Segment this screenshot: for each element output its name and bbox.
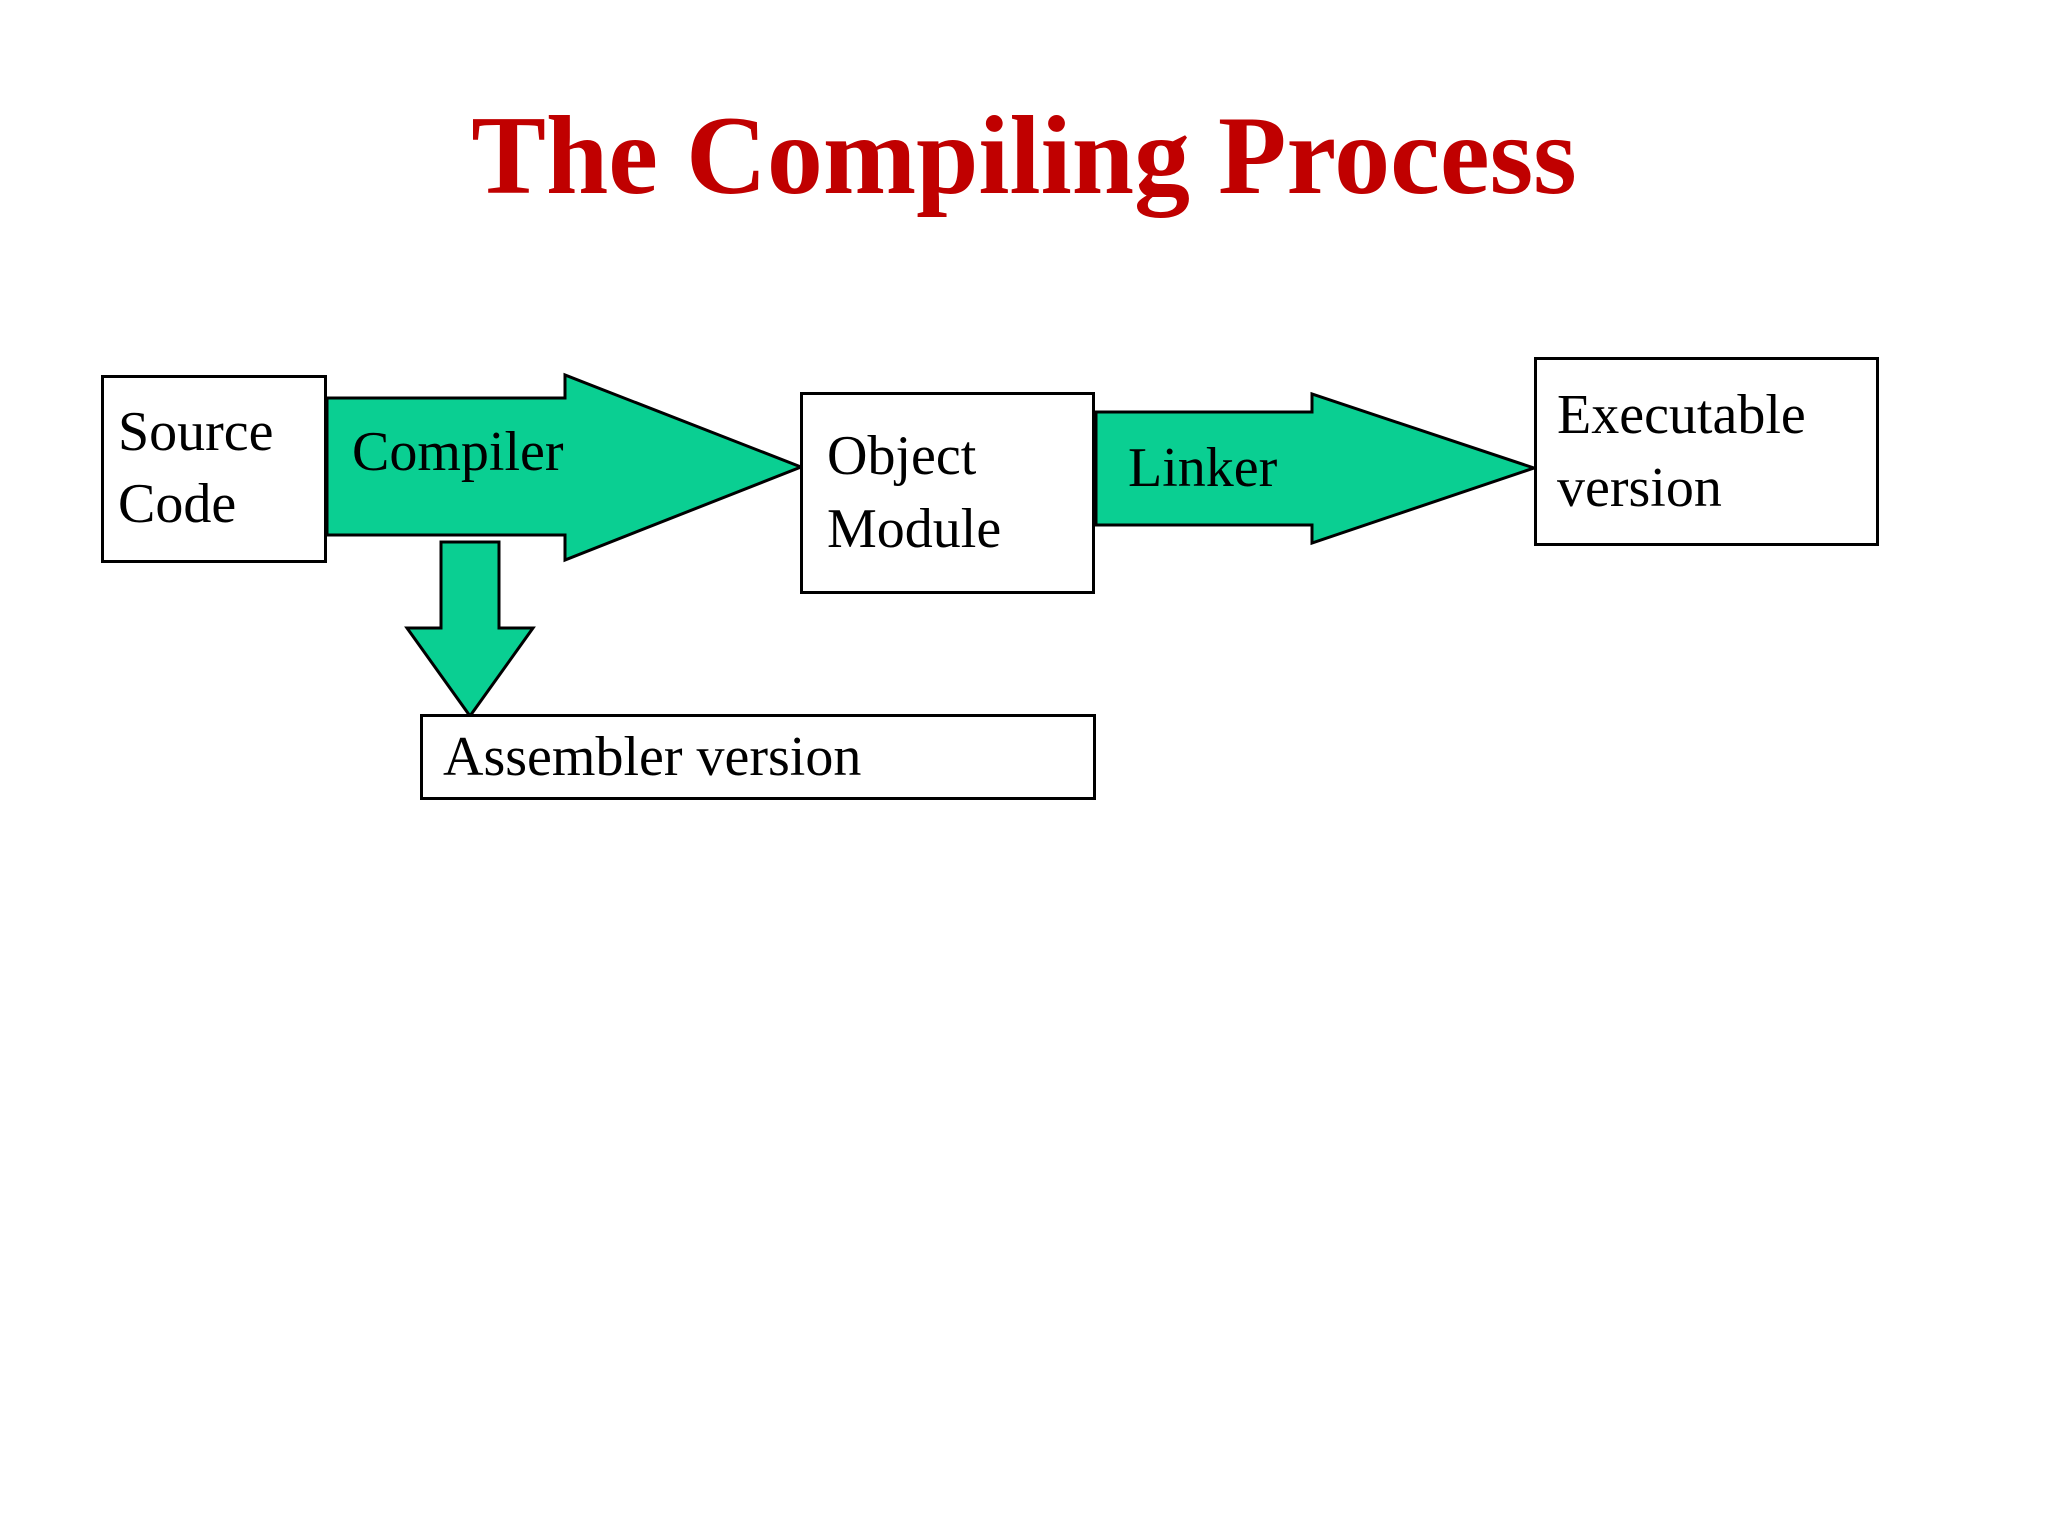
node-assembler-version-line1: Assembler version — [443, 726, 862, 788]
node-executable-version-line1: Executable — [1557, 383, 1806, 446]
node-source-code: Source Code — [101, 375, 327, 563]
node-source-code-line2: Code — [118, 473, 237, 535]
arrow-label-compiler: Compiler — [352, 421, 564, 483]
arrow-label-linker: Linker — [1128, 437, 1278, 499]
node-object-module-line2: Module — [827, 498, 1002, 560]
node-assembler-version: Assembler version — [420, 714, 1096, 800]
node-executable-version: Executable version — [1534, 357, 1879, 546]
node-source-code-line1: Source — [118, 401, 274, 464]
node-object-module-line1: Object — [827, 425, 977, 488]
arrow-linker — [1094, 391, 1539, 546]
page-title: The Compiling Process — [471, 94, 1577, 218]
node-executable-version-line2: version — [1557, 456, 1722, 519]
arrow-compiler — [325, 372, 806, 563]
node-object-module: Object Module — [800, 392, 1095, 594]
arrow-to-assembler — [404, 540, 536, 719]
